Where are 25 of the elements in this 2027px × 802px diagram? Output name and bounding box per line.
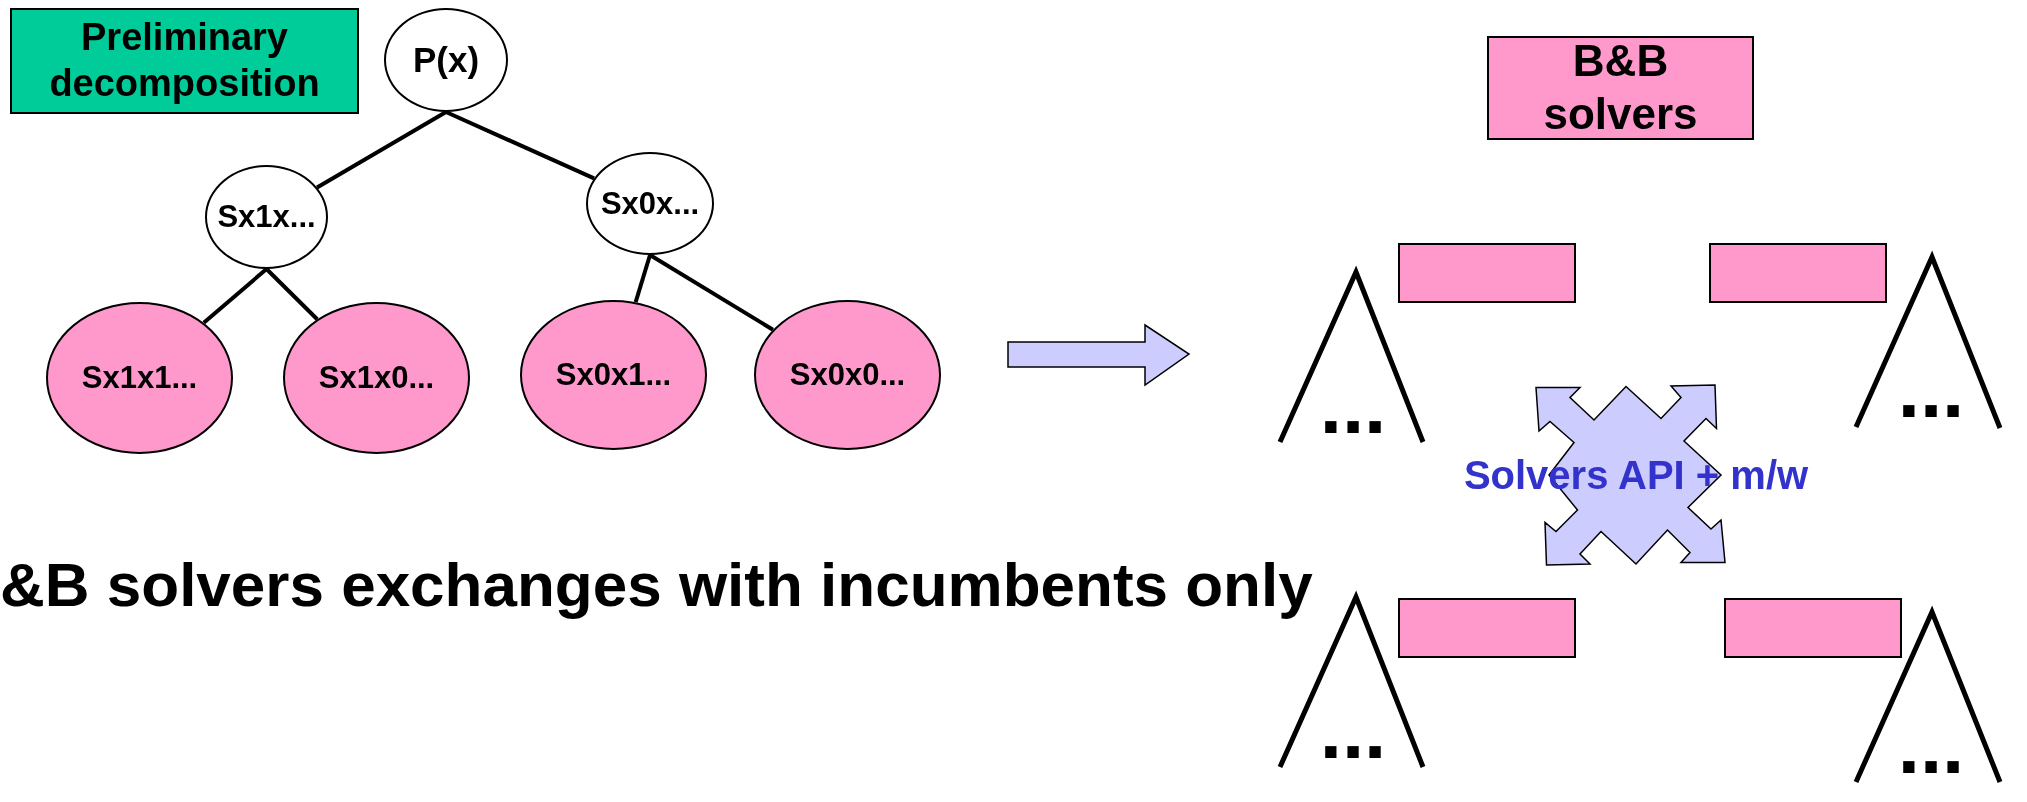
label-box (10, 8, 359, 114)
tree-edge (316, 110, 447, 190)
tree-edge (633, 254, 652, 303)
solver-box (1398, 243, 1576, 303)
node-label: Sx0x0... (789, 356, 906, 394)
node-label: Sx0x1... (555, 356, 672, 394)
node-label: Sx1x1... (81, 359, 198, 397)
node-label: Preliminary decomposition (48, 15, 321, 106)
solver-box (1487, 36, 1754, 140)
node-label: Sx1x0... (318, 359, 435, 397)
tree-edge (265, 267, 319, 321)
solver-box (1398, 598, 1576, 658)
node-label: B&B solvers (1543, 35, 1698, 140)
tree-edge (445, 110, 595, 181)
ellipsis: ... (1897, 706, 1965, 786)
ellipsis: ... (1319, 691, 1387, 771)
ellipsis: ... (1897, 350, 1965, 430)
node-label: Sx1x... (217, 198, 316, 236)
solver-box (1709, 243, 1887, 303)
ellipsis: ... (1319, 366, 1387, 446)
tree-edge (648, 253, 774, 332)
solver-box (1724, 598, 1902, 658)
node-label: Sx0x... (600, 184, 700, 223)
tree-edge (202, 267, 268, 325)
node-label: P(x) (412, 39, 480, 81)
